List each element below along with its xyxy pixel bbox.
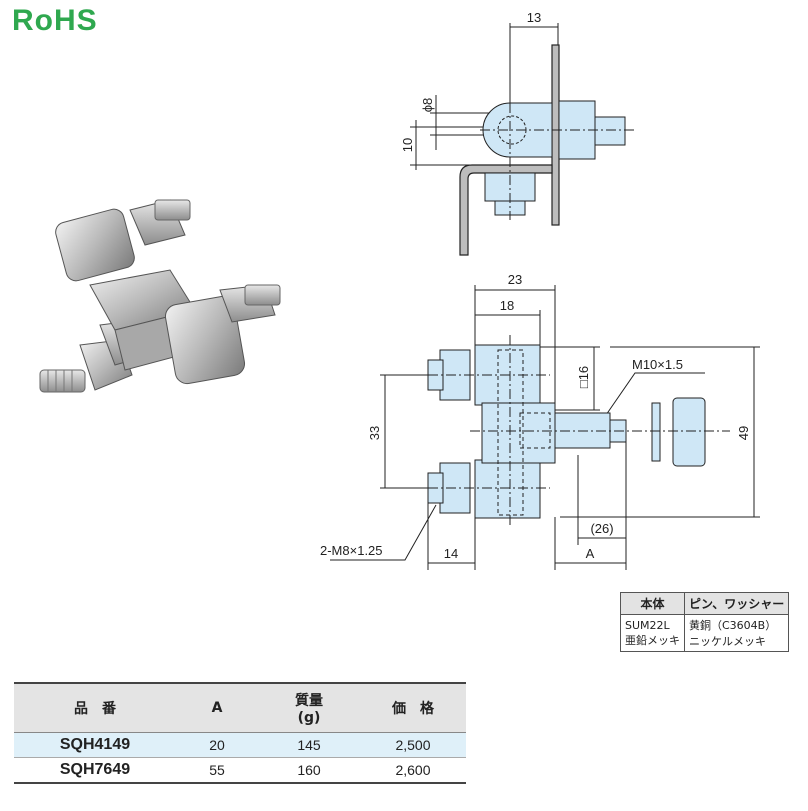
- spec-header-name: 品 番: [14, 682, 176, 733]
- material-pin-finish: ニッケルメッキ: [689, 635, 766, 648]
- dim-sq16: □16: [576, 366, 591, 388]
- product-code: SQH4149: [14, 732, 176, 758]
- product-photo: [39, 199, 281, 393]
- dim-23: 23: [508, 272, 522, 287]
- dim-33: 33: [367, 426, 382, 440]
- product-code: SQH7649: [14, 757, 176, 784]
- materials-table: 本体 ピン、ワッシャー SUM22L 亜鉛メッキ 黄銅（C3604B） ニッケル…: [620, 592, 790, 652]
- dim-26: (26): [590, 521, 613, 536]
- material-body-finish: 亜鉛メッキ: [625, 633, 680, 647]
- spec-table: 品 番 A 質量 (g) 価 格 SQH4149 20 145 2,500 SQ…: [14, 682, 466, 784]
- material-header-body: 本体: [620, 592, 685, 615]
- price-value: 2,600: [360, 757, 466, 784]
- a-value: 55: [176, 757, 258, 784]
- material-body-cell: SUM22L 亜鉛メッキ: [620, 614, 685, 652]
- thread-m10-label: M10×1.5: [632, 357, 683, 372]
- material-pin-cell: 黄銅（C3604B） ニッケルメッキ: [683, 614, 790, 652]
- dim-13: 13: [527, 10, 541, 25]
- dim-14: 14: [444, 546, 458, 561]
- material-header-pin: ピン、ワッシャー: [683, 592, 790, 615]
- spec-header-weight: 質量 (g): [258, 682, 360, 733]
- rohs-logo: RoHS: [12, 4, 98, 37]
- weight-value: 160: [258, 757, 360, 784]
- material-body-name: SUM22L: [625, 618, 670, 632]
- spec-header-a: A: [176, 682, 258, 733]
- thread-m8-label: 2-M8×1.25: [320, 543, 383, 558]
- front-view-drawing: 23 18 □16 M10×1.5 33 49 (26) A 14 2-M8×1…: [320, 272, 760, 570]
- spec-header-price: 価 格: [360, 682, 466, 733]
- weight-value: 145: [258, 732, 360, 758]
- dim-10: 10: [400, 138, 415, 152]
- table-row: SQH4149 20 145 2,500: [14, 732, 466, 758]
- table-row: SQH7649 55 160 2,600: [14, 757, 466, 784]
- a-value: 20: [176, 732, 258, 758]
- dim-18: 18: [500, 298, 514, 313]
- dim-a: A: [586, 546, 595, 561]
- dim-dia8: ϕ8: [420, 98, 435, 113]
- price-value: 2,500: [360, 732, 466, 758]
- dim-49: 49: [736, 426, 751, 440]
- material-pin-name: 黄銅（C3604B）: [689, 619, 777, 632]
- top-view-drawing: 13 ϕ8 10: [400, 10, 635, 256]
